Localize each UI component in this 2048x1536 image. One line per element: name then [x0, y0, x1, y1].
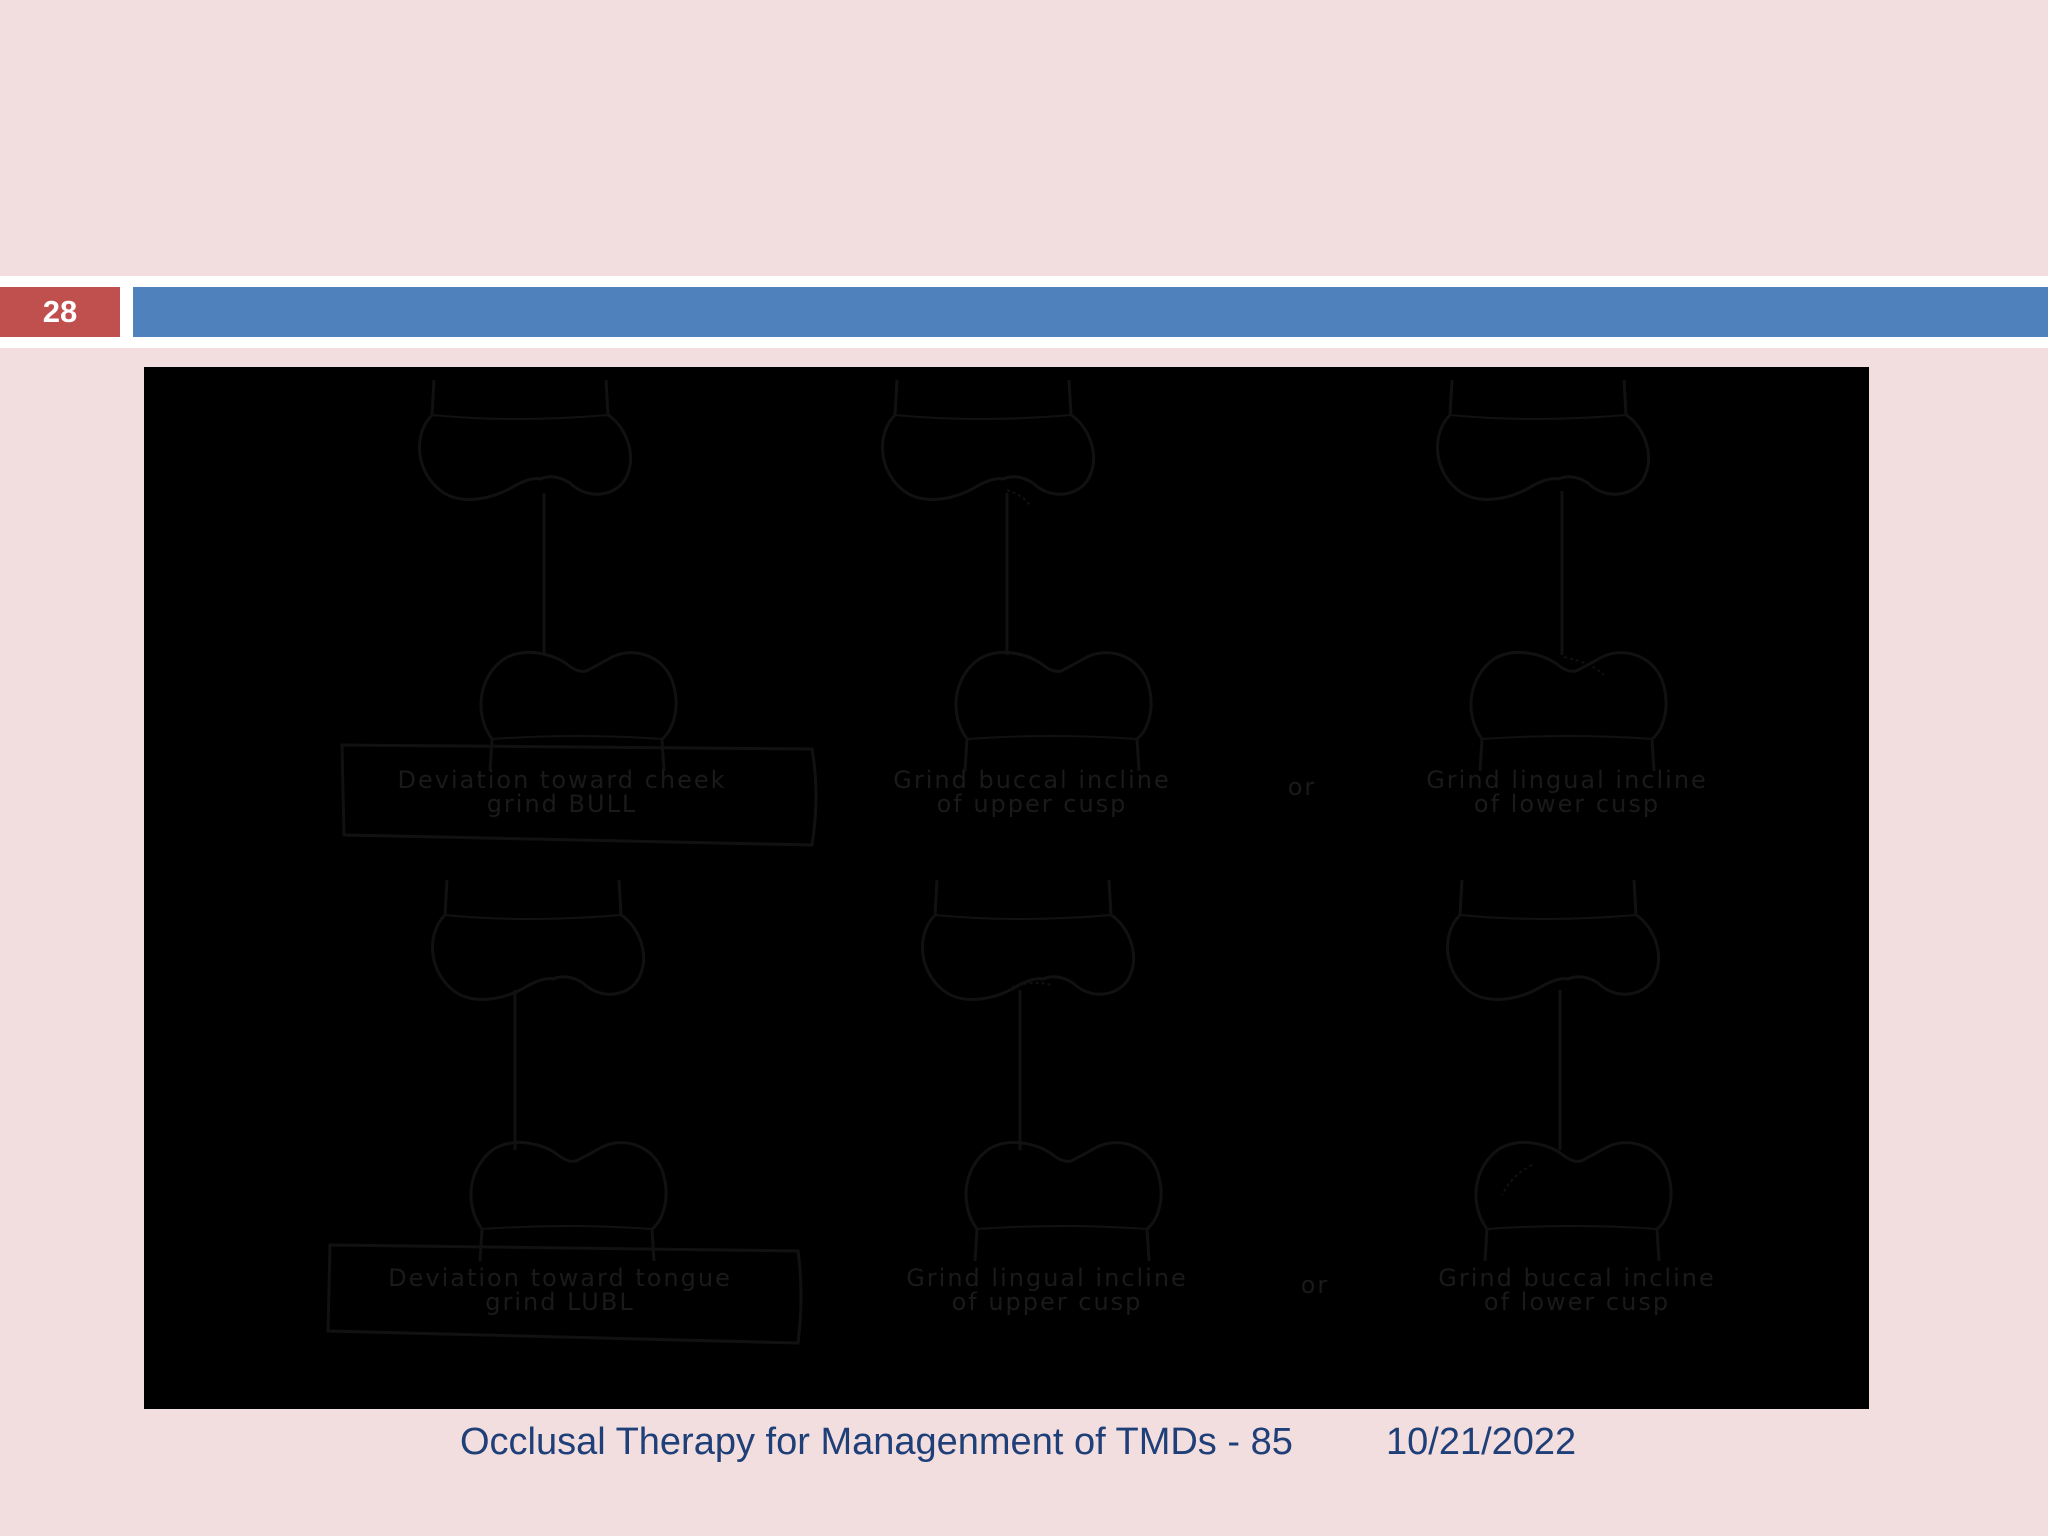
row1-tooth-pair-option1 [881, 378, 1153, 773]
row1-deviation-line2: grind BULL [487, 790, 638, 818]
row2-or-label: or [1301, 1271, 1330, 1299]
row2-tooth-pair-option1 [921, 878, 1163, 1263]
footer-date: 10/21/2022 [1386, 1421, 1577, 1463]
slide-top-band [0, 0, 2048, 276]
row2-option1-line1: Grind lingual incline [906, 1264, 1188, 1292]
row1-option2-line2: of lower cusp [1474, 790, 1660, 818]
row2-option1-line2: of upper cusp [952, 1288, 1143, 1316]
figure-canvas: Deviation toward cheek grind BULL Grind … [326, 378, 1715, 1345]
row1-tooth-pair-option2 [1436, 378, 1668, 773]
row1-option1-line1: Grind buccal incline [893, 766, 1170, 794]
row2-option2-line2: of lower cusp [1484, 1288, 1670, 1316]
footer-title: Occlusal Therapy for Managenment of TMDs… [460, 1421, 1293, 1463]
row1-tooth-pair-deviation [418, 378, 678, 773]
row2-deviation-line2: grind LUBL [485, 1288, 634, 1316]
occlusal-adjustment-figure: Deviation toward cheek grind BULL Grind … [144, 367, 1869, 1409]
row1-option1-line2: of upper cusp [937, 790, 1128, 818]
row2-tooth-pair-option2 [1446, 878, 1673, 1263]
row1-option2-line1: Grind lingual incline [1426, 766, 1708, 794]
row2-option2-line1: Grind buccal incline [1438, 1264, 1715, 1292]
row2-deviation-line1: Deviation toward tongue [388, 1264, 732, 1292]
row2-tooth-pair-deviation [431, 878, 668, 1263]
row1-deviation-box: Deviation toward cheek grind BULL [340, 743, 818, 847]
row1-deviation-line1: Deviation toward cheek [398, 766, 727, 794]
row2-deviation-box: Deviation toward tongue grind LUBL [326, 1243, 803, 1345]
title-bar [133, 287, 2048, 337]
row1-or-label: or [1288, 773, 1317, 801]
slide-number-badge: 28 [0, 287, 120, 337]
